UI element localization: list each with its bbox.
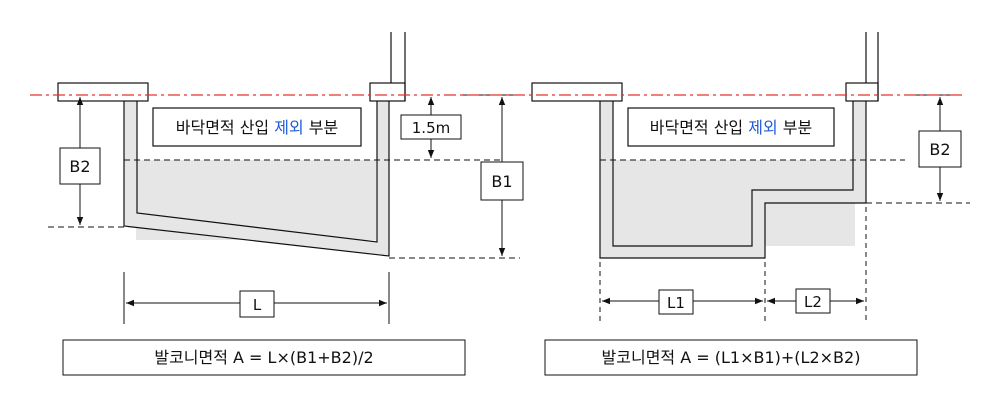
left-b2-label: B2 (69, 157, 90, 176)
left-formula-box (62, 339, 466, 376)
left-b1-box (480, 161, 524, 201)
right-l1-label: L1 (667, 294, 685, 312)
right-l1-box (658, 289, 694, 315)
right-b2-box (918, 130, 962, 168)
right-formula-box (544, 339, 918, 376)
left-b2-box (59, 147, 101, 185)
left-l-label: L (253, 296, 262, 314)
left-excluded-note: 바닥면적 산입 제외 부분 (176, 118, 338, 137)
right-formula: 발코니면적 A = (L1×B1)+(L2×B2) (602, 348, 861, 367)
right-excluded-note: 바닥면적 산입 제외 부분 (650, 118, 812, 137)
left-floor-slab (57, 82, 149, 102)
left-l-box (239, 290, 275, 318)
right-floor-slab (531, 82, 623, 102)
right-excluded-note-box (627, 107, 835, 147)
right-l2-box (795, 288, 831, 314)
left-15m-box (400, 114, 462, 140)
left-b1-label: B1 (491, 172, 512, 191)
left-diagram: B2 1.5m B1 L 바닥면적 산입 제외 부분 발코니면적 A = L×(… (48, 32, 524, 376)
right-l2-label: L2 (804, 293, 822, 311)
left-right-slab (369, 82, 406, 102)
left-formula: 발코니면적 A = L×(B1+B2)/2 (154, 348, 373, 367)
right-diagram: B2 L1 L2 바닥면적 산입 제외 부분 발코니면적 A = (L1×B1)… (531, 32, 970, 376)
left-excluded-note-box (152, 107, 362, 147)
right-right-slab (845, 82, 879, 102)
left-15m-label: 1.5m (412, 119, 450, 137)
right-b2-label: B2 (929, 140, 950, 159)
